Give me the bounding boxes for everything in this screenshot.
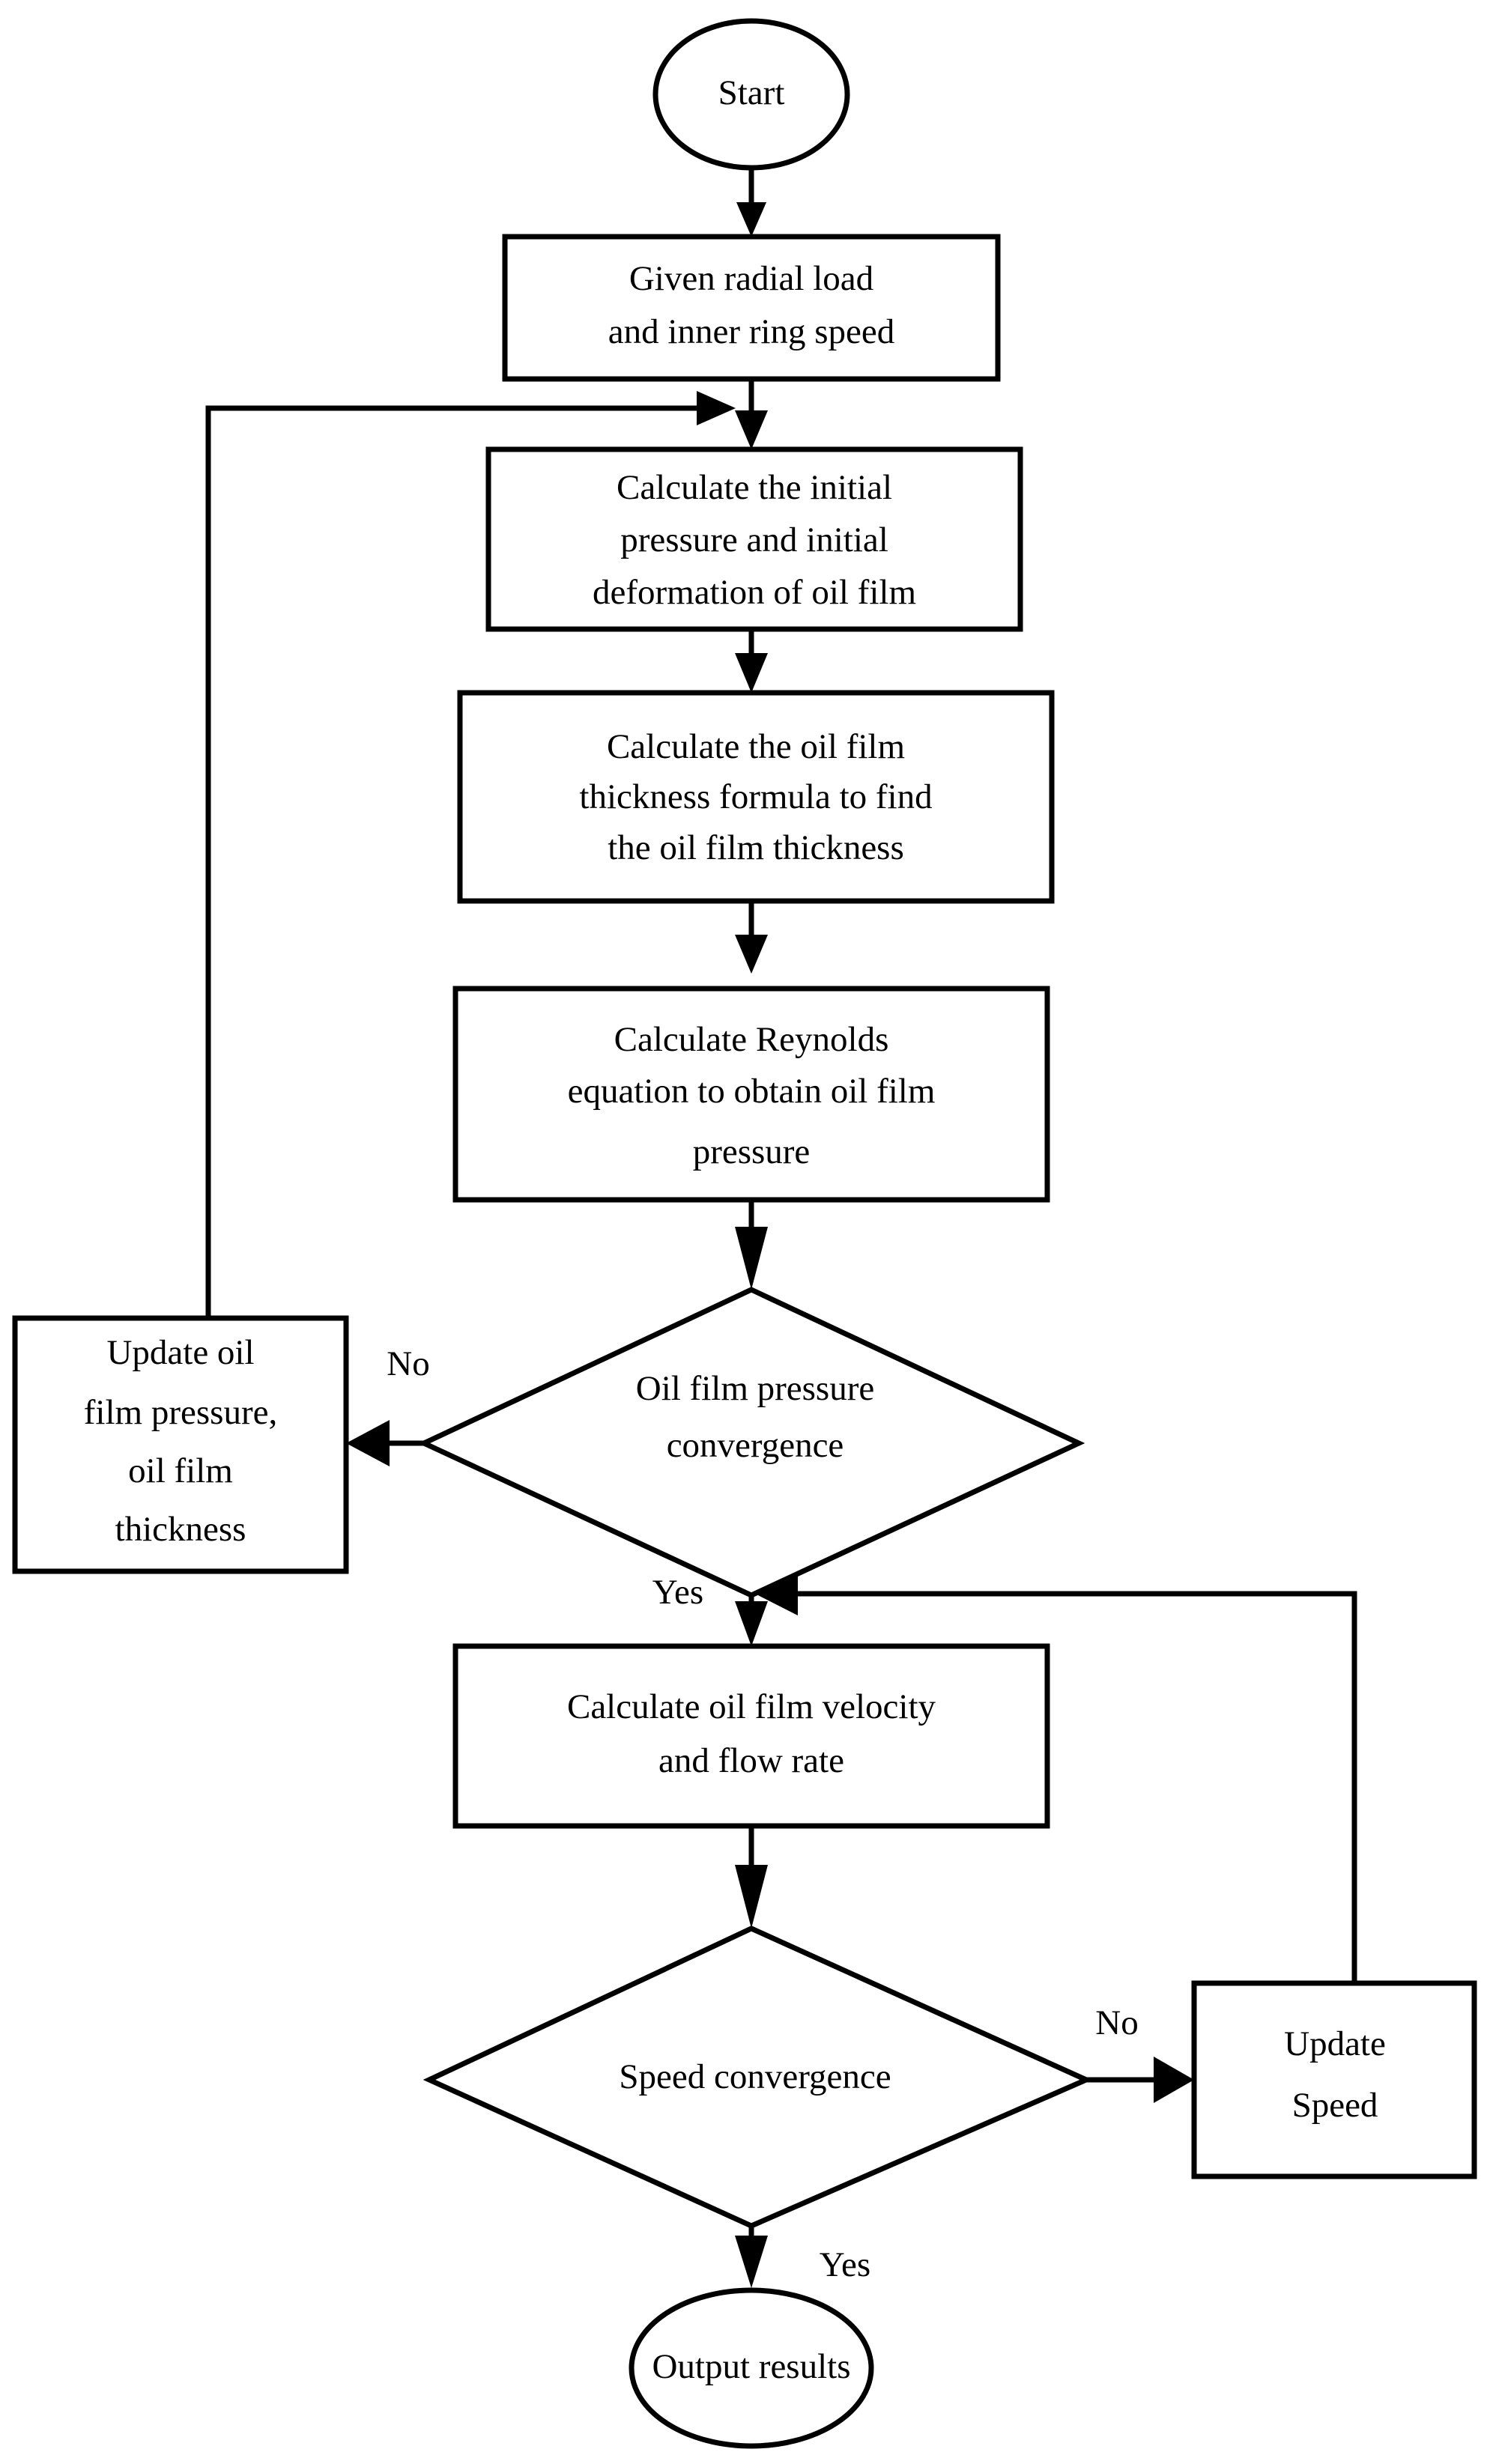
node-given-load-line2: and inner ring speed [608, 312, 894, 351]
node-update-speed-line1: Update [1284, 2024, 1386, 2063]
edge-start-to-given-load [736, 166, 766, 237]
node-velocity-flow-line1: Calculate oil film velocity [567, 1687, 936, 1726]
edge-speed-convergence-no [1086, 2057, 1194, 2103]
node-given-load-line1: Given radial load [629, 259, 873, 298]
node-film-thickness-line2: thickness formula to find [579, 777, 932, 816]
edge-reynolds-to-pressure-convergence [735, 1200, 768, 1290]
node-reynolds-line1: Calculate Reynolds [614, 1020, 889, 1059]
edge-film-thickness-to-reynolds [735, 901, 768, 974]
edge-label-pressure-yes: Yes [652, 1573, 703, 1612]
node-pressure-convergence[interactable]: Oil film pressure convergence [417, 1287, 1085, 1598]
edge-label-speed-no: No [1095, 2003, 1138, 2042]
node-update-pressure-line2: film pressure, [84, 1393, 277, 1432]
edge-label-pressure-no: No [387, 1344, 429, 1383]
node-update-pressure-line3: oil film [128, 1451, 233, 1490]
node-update-speed-line2: Speed [1292, 2086, 1378, 2125]
node-film-thickness-line3: the oil film thickness [608, 828, 904, 867]
node-reynolds-line3: pressure [693, 1132, 811, 1171]
edge-label-speed-yes: Yes [820, 2245, 870, 2284]
node-update-speed[interactable]: Update Speed [1191, 1980, 1477, 2179]
edge-given-load-to-initial-pressure [735, 379, 768, 449]
node-initial-pressure-line2: pressure and initial [620, 521, 888, 559]
edge-velocity-flow-to-speed-convergence [735, 1826, 768, 1929]
node-film-thickness[interactable]: Calculate the oil film thickness formula… [457, 690, 1055, 904]
node-update-pressure-line4: thickness [115, 1510, 246, 1549]
edge-update-speed-to-velocity-flow [755, 1572, 1357, 1983]
node-velocity-flow-line2: and flow rate [658, 1741, 844, 1780]
node-start[interactable]: Start [652, 18, 850, 171]
node-output-label: Output results [652, 2347, 850, 2386]
edge-initial-pressure-to-film-thickness [735, 629, 768, 693]
node-film-thickness-line1: Calculate the oil film [607, 727, 905, 766]
node-update-pressure[interactable]: Update oil film pressure, oil film thick… [12, 1315, 349, 1574]
edge-speed-convergence-yes [735, 2221, 768, 2288]
node-output[interactable]: Output results [629, 2287, 874, 2449]
node-pressure-convergence-line1: Oil film pressure [636, 1369, 875, 1408]
node-speed-convergence[interactable]: Speed convergence [423, 1926, 1093, 2229]
node-speed-convergence-label: Speed convergence [619, 2057, 891, 2096]
node-update-pressure-line1: Update oil [106, 1333, 254, 1372]
node-initial-pressure[interactable]: Calculate the initial pressure and initi… [485, 446, 1023, 632]
node-start-label: Start [718, 73, 785, 112]
node-initial-pressure-line3: deformation of oil film [593, 573, 916, 612]
node-given-load[interactable]: Given radial load and inner ring speed [502, 234, 1001, 382]
node-reynolds-line2: equation to obtain oil film [568, 1072, 936, 1111]
node-velocity-flow[interactable]: Calculate oil film velocity and flow rat… [452, 1643, 1050, 1829]
node-initial-pressure-line1: Calculate the initial [617, 468, 892, 507]
edge-update-pressure-to-initial-pressure [205, 391, 736, 1318]
node-pressure-convergence-line2: convergence [667, 1426, 844, 1465]
node-reynolds[interactable]: Calculate Reynolds equation to obtain oi… [452, 986, 1050, 1203]
